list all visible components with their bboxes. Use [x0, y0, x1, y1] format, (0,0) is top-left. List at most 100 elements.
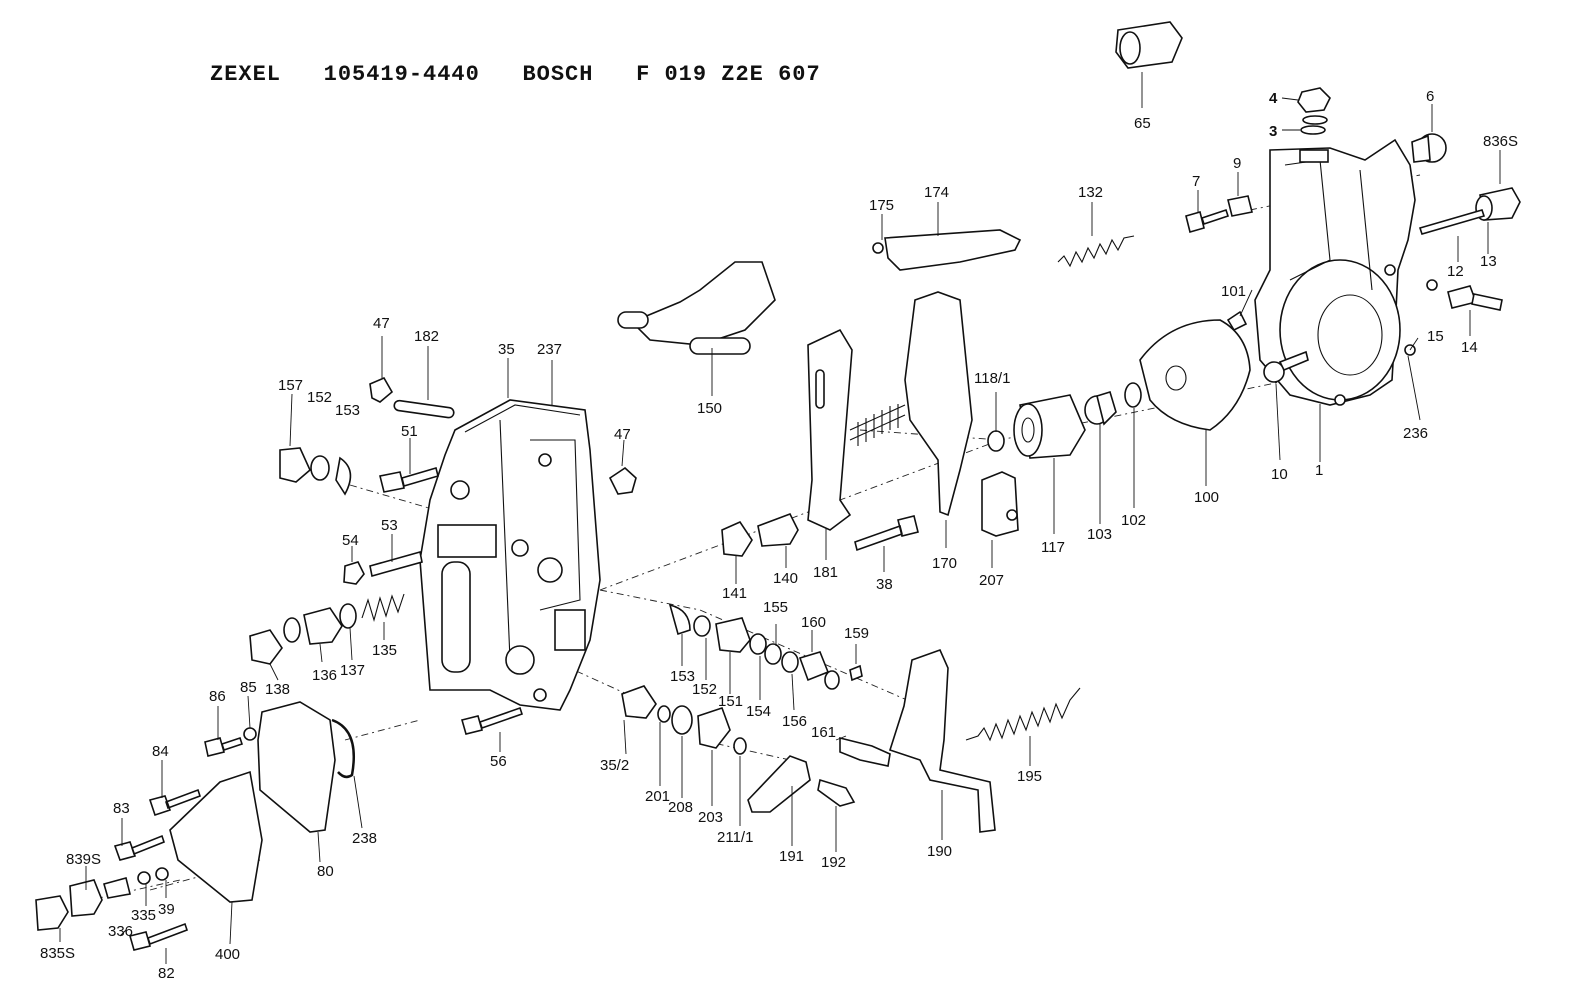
shaft-150	[617, 261, 776, 355]
label-238: 238	[352, 830, 377, 847]
spring-132	[1057, 235, 1135, 268]
label-208: 208	[668, 799, 693, 816]
washer-211-1	[733, 737, 747, 755]
ring-201	[657, 705, 671, 723]
screw-6	[1411, 133, 1447, 163]
label-3: 3	[1269, 123, 1277, 140]
label-211-1: 211/1	[717, 829, 753, 846]
key-159	[849, 664, 863, 682]
label-10: 10	[1271, 466, 1288, 483]
washer-208	[671, 705, 693, 735]
bolt-86	[204, 736, 244, 757]
label-156: 156	[782, 713, 807, 730]
label-54: 54	[342, 532, 359, 549]
bolt-82	[129, 922, 189, 951]
flyweight-100	[1139, 319, 1251, 431]
label-237: 237	[537, 341, 562, 358]
bushing-203	[697, 706, 731, 749]
label-38: 38	[876, 576, 893, 593]
oring-238	[331, 718, 356, 779]
label-839S: 839S	[66, 851, 101, 868]
label-195: 195	[1017, 768, 1042, 785]
label-181: 181	[813, 564, 838, 581]
label-174: 174	[924, 184, 949, 201]
nut-138	[249, 629, 283, 665]
label-182: 182	[414, 328, 439, 345]
label-155: 155	[763, 599, 788, 616]
label-4: 4	[1269, 90, 1278, 107]
label-170: 170	[932, 555, 957, 572]
washer-156	[781, 651, 799, 673]
label-140: 140	[773, 570, 798, 587]
label-203: 203	[698, 809, 723, 826]
label-207: 207	[979, 572, 1004, 589]
lever-191	[747, 755, 811, 813]
label-150: 150	[697, 400, 722, 417]
shaft-161	[839, 736, 891, 767]
label-82: 82	[158, 965, 175, 982]
bolt-84	[148, 788, 202, 817]
sleeve-151	[715, 617, 751, 653]
bolt-10	[1263, 350, 1309, 383]
label-6: 6	[1426, 88, 1434, 105]
label-136: 136	[312, 667, 337, 684]
label-336: 336	[108, 923, 133, 940]
label-83: 83	[113, 800, 130, 817]
bracket-174	[884, 229, 1022, 271]
label-400: 400	[215, 946, 240, 963]
leader-lines	[59, 72, 1501, 964]
label-175: 175	[869, 197, 894, 214]
ring-137	[339, 603, 357, 629]
fitting-839S	[69, 879, 103, 917]
washer-154	[749, 633, 767, 655]
label-154: 154	[746, 703, 771, 720]
fitting-136	[303, 607, 343, 645]
lever-181	[807, 328, 906, 531]
screw-14	[1447, 285, 1503, 311]
label-51: 51	[401, 423, 418, 440]
label-132: 132	[1078, 184, 1103, 201]
washer-102	[1124, 382, 1142, 408]
clip-153b	[668, 603, 691, 636]
clip-153	[335, 456, 352, 496]
plate-9	[1227, 195, 1253, 217]
plug-47-upper	[369, 376, 394, 403]
label-151: 151	[718, 693, 743, 710]
label-13: 13	[1480, 253, 1497, 270]
block-207	[981, 471, 1019, 537]
pump-housing-1	[1254, 138, 1416, 406]
label-85: 85	[240, 679, 257, 696]
fitting-65	[1115, 21, 1183, 69]
label-53: 53	[381, 517, 398, 534]
ring-152b	[693, 615, 711, 637]
label-190: 190	[927, 843, 952, 860]
label-15: 15	[1427, 328, 1444, 345]
adjuster-140	[757, 512, 799, 547]
cover-80	[257, 701, 336, 833]
label-157: 157	[278, 377, 303, 394]
key-101	[1226, 310, 1248, 332]
part-labels: 65 4 3 6 836S 9 7 175 174 132 12 13 101 …	[40, 88, 1518, 982]
lever-190	[888, 648, 996, 833]
label-103: 103	[1087, 526, 1112, 543]
bracket-400	[169, 770, 263, 903]
label-118-1: 118/1	[974, 370, 1010, 387]
label-47-right: 47	[614, 426, 631, 443]
washer-15	[1426, 279, 1438, 291]
shim-118-1	[987, 430, 1005, 452]
sleeve-117	[1013, 394, 1086, 459]
label-80: 80	[317, 863, 334, 880]
label-160: 160	[801, 614, 826, 631]
spring-195	[965, 687, 1081, 742]
label-335: 335	[131, 907, 156, 924]
label-192: 192	[821, 854, 846, 871]
label-152-lower: 152	[692, 681, 717, 698]
label-153-upper: 153	[335, 402, 360, 419]
plug-157	[279, 447, 311, 483]
ring-152	[310, 455, 330, 481]
fitting-35-2	[621, 685, 657, 719]
label-836S: 836S	[1483, 133, 1518, 150]
washer-335	[137, 871, 151, 885]
label-39: 39	[158, 901, 175, 918]
